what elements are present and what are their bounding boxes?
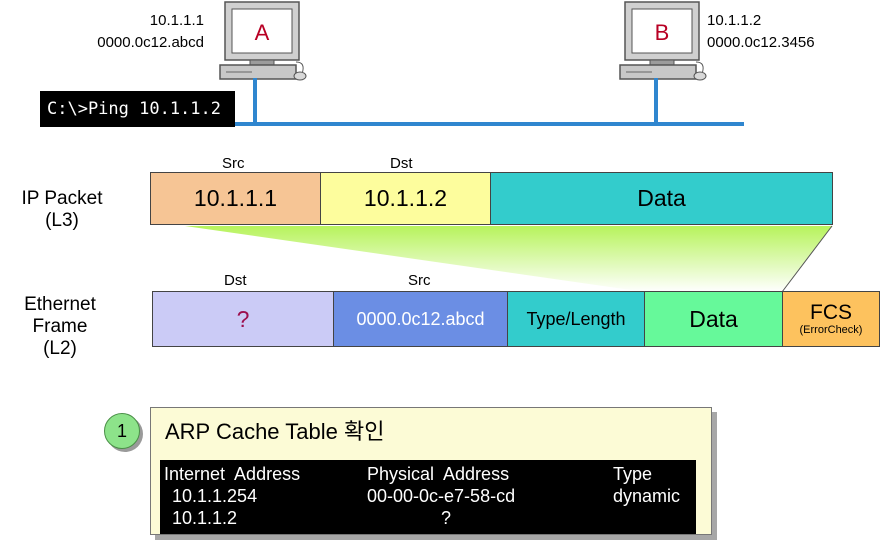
- ip-packet-label-line2: (L3): [45, 210, 79, 231]
- lan-cable-b: [654, 78, 658, 126]
- computer-b-icon: B: [619, 1, 707, 81]
- lan-bus: [232, 122, 744, 126]
- ip-data-field: Data: [490, 172, 833, 225]
- ip-src-header: Src: [222, 155, 245, 172]
- arp-cache-terminal: Internet Address Physical Address Type 1…: [160, 460, 696, 534]
- host-a-mac: 0000.0c12.abcd: [97, 34, 204, 51]
- host-b-info: 10.1.1.2 0000.0c12.3456: [707, 10, 857, 54]
- arp-header-type: Type: [613, 464, 653, 484]
- eth-data-field: Data: [644, 291, 783, 347]
- host-a-info: 10.1.1.1 0000.0c12.abcd: [60, 10, 204, 54]
- computer-a-letter: A: [255, 20, 270, 45]
- lan-cable-a: [253, 78, 257, 126]
- arp-cache-box: ARP Cache Table 확인 Internet Address Phys…: [150, 407, 712, 535]
- arp-row-1-mac: 00-00-0c-e7-58-cd: [367, 486, 516, 506]
- computer-b-letter: B: [655, 20, 670, 45]
- ip-packet-label-line1: IP Packet: [21, 188, 103, 209]
- eth-type-field: Type/Length: [507, 291, 645, 347]
- ethernet-frame-label-line3: (L2): [43, 338, 77, 359]
- arp-row-2-ip: 10.1.1.2: [172, 508, 238, 528]
- arp-header-internet-address: Internet Address: [164, 464, 301, 484]
- eth-fcs-note: (ErrorCheck): [799, 323, 863, 336]
- ip-src-field: 10.1.1.1: [150, 172, 321, 225]
- host-a-ip: 10.1.1.1: [149, 12, 204, 29]
- ip-dst-header: Dst: [390, 155, 413, 172]
- host-b-ip: 10.1.1.2: [707, 12, 762, 29]
- ethernet-frame-label: Ethernet Frame (L2): [8, 294, 112, 360]
- arp-row-1-type: dynamic: [613, 486, 681, 506]
- eth-fcs-field: FCS (ErrorCheck): [782, 291, 880, 347]
- arp-header-physical-address: Physical Address: [367, 464, 510, 484]
- ethernet-frame-label-line2: Frame: [32, 316, 88, 337]
- eth-src-field: 0000.0c12.abcd: [333, 291, 508, 347]
- eth-dst-field: ?: [152, 291, 334, 347]
- ip-packet-label: IP Packet (L3): [10, 188, 114, 232]
- ping-command: C:\>Ping 10.1.1.2: [40, 91, 235, 127]
- eth-dst-header: Dst: [224, 272, 247, 289]
- ip-dst-field: 10.1.1.2: [320, 172, 491, 225]
- eth-fcs-label: FCS: [810, 300, 852, 324]
- computer-a-icon: A: [219, 1, 307, 81]
- ethernet-frame-label-line1: Ethernet: [24, 294, 96, 315]
- arp-row-1-ip: 10.1.1.254: [172, 486, 258, 506]
- host-b-mac: 0000.0c12.3456: [707, 34, 815, 51]
- arp-cache-title: ARP Cache Table 확인: [165, 419, 385, 444]
- step-number-badge: 1: [104, 413, 140, 449]
- arp-row-2-mac: ?: [441, 508, 452, 528]
- eth-src-header: Src: [408, 272, 431, 289]
